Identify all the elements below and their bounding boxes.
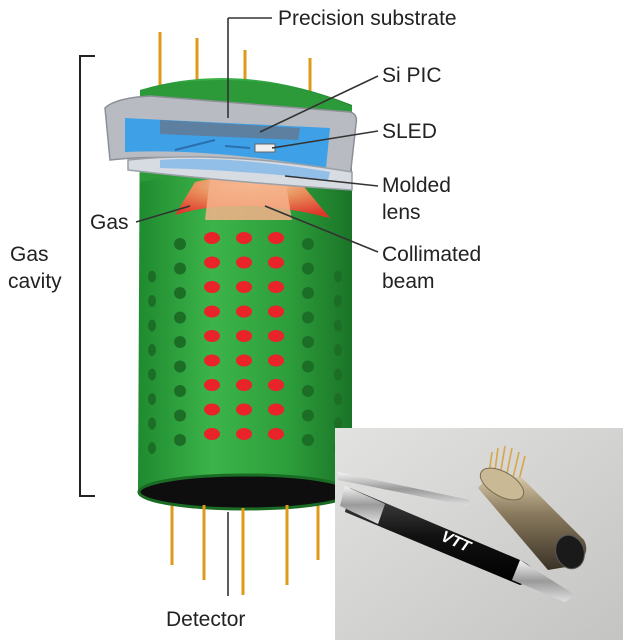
vent-hole xyxy=(334,319,342,332)
vent-hole xyxy=(302,287,314,299)
vent-hole xyxy=(174,311,186,324)
label-gas-cavity-line1: Gas xyxy=(10,243,49,266)
label-molded-lens-line1: Molded xyxy=(382,174,451,197)
beam-hole xyxy=(268,403,284,416)
vent-hole xyxy=(174,238,186,250)
beam-hole xyxy=(268,354,284,367)
vent-hole xyxy=(334,344,342,356)
vent-hole xyxy=(334,368,342,381)
beam-hole xyxy=(204,403,220,416)
label-collimated-beam-line1: Collimated xyxy=(382,243,482,266)
beam-hole xyxy=(236,305,252,318)
sensor-can-top xyxy=(479,467,525,501)
vent-hole xyxy=(174,360,186,373)
pic-traces xyxy=(174,139,251,151)
vent-hole xyxy=(302,311,314,324)
vent-hole xyxy=(302,409,314,422)
vent-hole xyxy=(302,434,314,446)
beam-hole xyxy=(268,232,284,244)
vent-hole xyxy=(148,417,156,430)
beam-hole xyxy=(236,379,252,391)
bottom-pins-front xyxy=(202,505,289,595)
leader-lines xyxy=(135,17,379,596)
vent-hole xyxy=(148,344,156,356)
label-collimated-beam: Collimated beam xyxy=(382,241,481,295)
beam-hole xyxy=(204,281,220,293)
vent-hole xyxy=(302,238,314,250)
beam-hole xyxy=(204,330,220,342)
beam-hole xyxy=(236,330,252,342)
beam-hole xyxy=(268,428,284,440)
pen-body xyxy=(345,488,536,585)
label-molded-lens-line2: lens xyxy=(382,201,421,224)
label-detector: Detector xyxy=(166,608,246,631)
sensor-can-window xyxy=(555,534,585,570)
vent-hole xyxy=(148,442,156,454)
vent-hole xyxy=(148,393,156,405)
vent-hole xyxy=(302,262,314,275)
label-collimated-beam-line2: beam xyxy=(382,270,435,293)
beam-hole xyxy=(236,281,252,293)
si-pic-top-chip xyxy=(160,120,300,140)
beam-hole xyxy=(204,232,220,244)
vent-hole xyxy=(302,385,314,397)
vent-hole xyxy=(174,262,186,275)
vent-hole xyxy=(174,336,186,348)
beam-hole xyxy=(204,256,220,269)
beam-hole xyxy=(204,379,220,391)
beam-hole xyxy=(268,330,284,342)
vent-hole xyxy=(302,336,314,348)
vent-hole xyxy=(174,434,186,446)
pen-tip xyxy=(512,560,575,602)
label-gas-cavity: Gas cavity xyxy=(8,241,62,295)
vent-holes xyxy=(148,238,342,454)
vent-hole xyxy=(174,385,186,397)
product-photo: VTT xyxy=(335,428,623,640)
pen-clip xyxy=(338,472,470,506)
molded-lens-blue-edge xyxy=(160,158,330,180)
beam-hole xyxy=(204,305,220,318)
label-gas: Gas xyxy=(90,211,129,234)
vent-hole xyxy=(148,319,156,332)
beam-hole xyxy=(268,305,284,318)
vent-hole xyxy=(302,360,314,373)
beam-hole xyxy=(268,256,284,269)
vent-hole xyxy=(334,270,342,283)
vent-hole xyxy=(334,295,342,307)
vent-hole xyxy=(334,393,342,405)
vent-hole xyxy=(174,409,186,422)
vent-hole xyxy=(174,287,186,299)
label-precision-substrate: Precision substrate xyxy=(278,7,457,30)
vent-hole xyxy=(148,270,156,283)
beam-hole xyxy=(236,354,252,367)
vent-hole xyxy=(148,295,156,307)
label-gas-cavity-line2: cavity xyxy=(8,270,62,293)
beam-hole xyxy=(236,232,252,244)
beam-hole xyxy=(236,256,252,269)
vent-hole xyxy=(334,417,342,430)
pen-chrome-band xyxy=(340,486,385,524)
beam-hole xyxy=(236,428,252,440)
label-sled: SLED xyxy=(382,120,437,143)
tube-bottom-opening xyxy=(139,475,351,509)
label-si-pic: Si PIC xyxy=(382,64,442,87)
beam-hole xyxy=(268,379,284,391)
label-molded-lens: Molded lens xyxy=(382,172,451,226)
gas-cavity-bracket xyxy=(79,55,95,497)
beam-hole xyxy=(236,403,252,416)
beam-hole xyxy=(204,428,220,440)
beam-hole xyxy=(204,354,220,367)
vent-hole xyxy=(148,368,156,381)
beam-holes xyxy=(204,232,284,440)
beam-hole xyxy=(268,281,284,293)
